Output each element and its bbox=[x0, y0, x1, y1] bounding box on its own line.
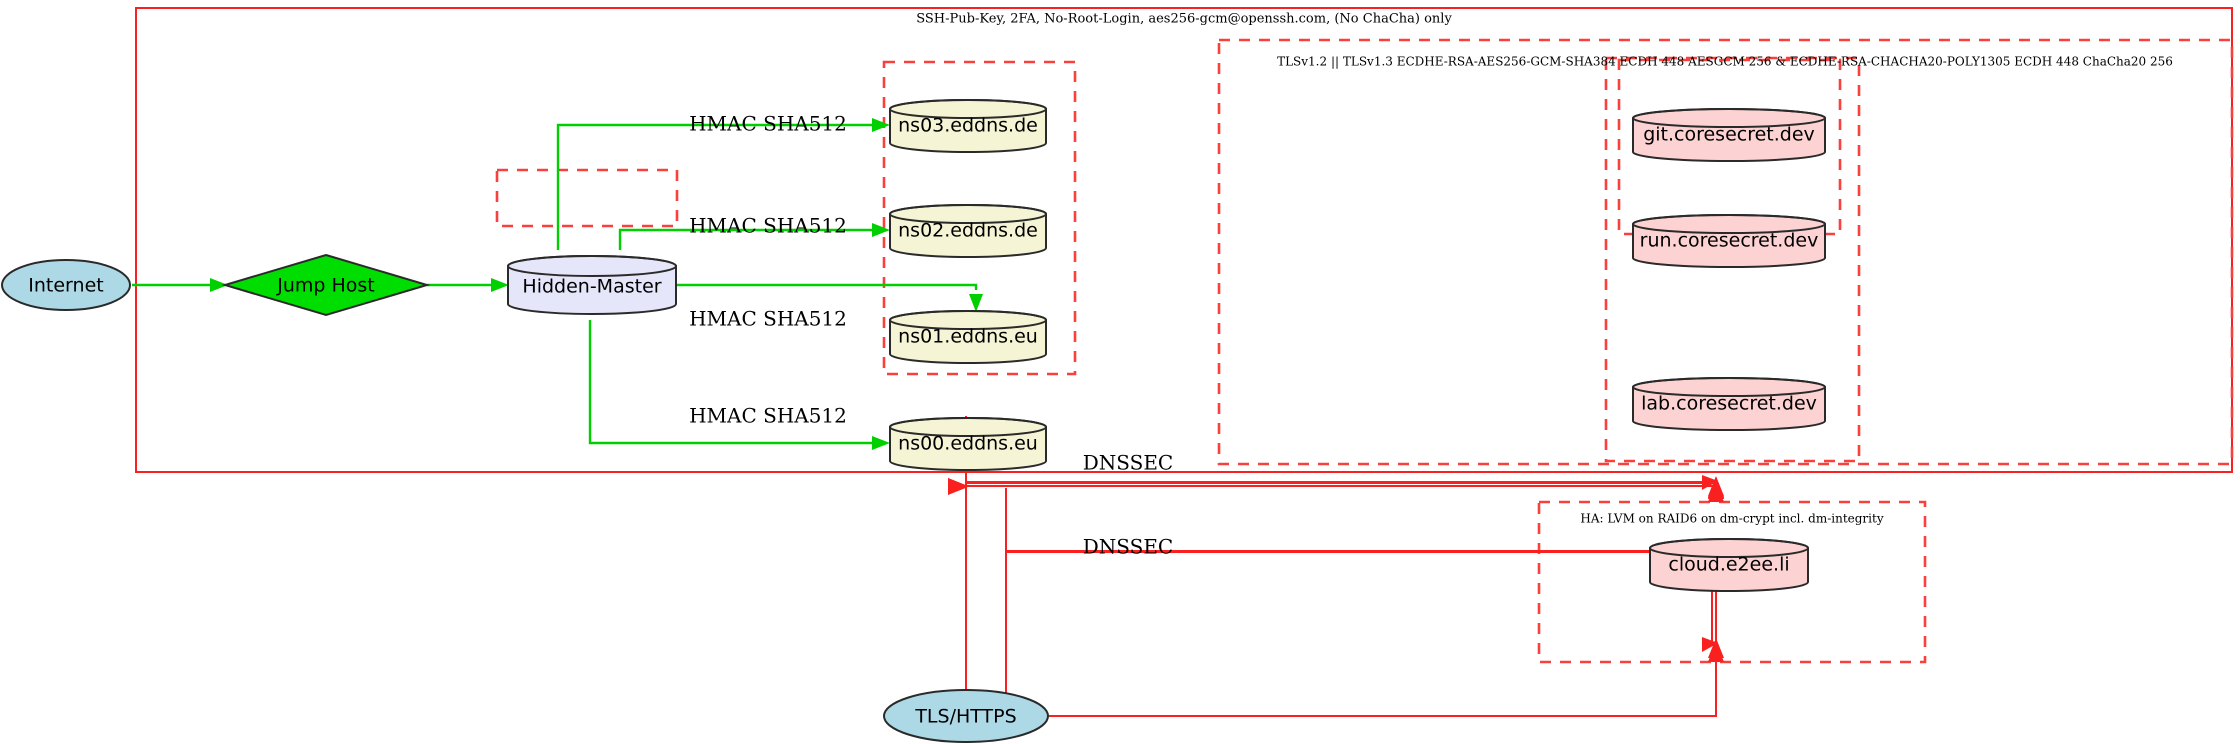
node-internet[interactable]: Internet bbox=[1, 259, 131, 311]
node-ns03-label: ns03.eddns.de bbox=[898, 115, 1038, 137]
node-run-label: run.coresecret.dev bbox=[1640, 230, 1819, 252]
cluster-ha-box bbox=[1537, 500, 1927, 664]
edge-master-ns02 bbox=[618, 228, 880, 250]
edge-master-ns00 bbox=[588, 320, 880, 445]
dnssec-band-upper-arrowhead bbox=[1702, 475, 1718, 490]
edge-internet-jumphost-arrow bbox=[210, 278, 228, 292]
node-ns01-label: ns01.eddns.eu bbox=[898, 326, 1038, 348]
node-lab-label: lab.coresecret.dev bbox=[1641, 393, 1817, 415]
node-ns02[interactable]: ns02.eddns.de bbox=[888, 204, 1048, 258]
node-ns01[interactable]: ns01.eddns.eu bbox=[888, 310, 1048, 364]
node-ns00[interactable]: ns00.eddns.eu bbox=[888, 417, 1048, 471]
node-internet-label: Internet bbox=[28, 275, 103, 297]
node-hidden-master[interactable]: Hidden-Master bbox=[506, 255, 678, 315]
node-run[interactable]: run.coresecret.dev bbox=[1631, 214, 1827, 268]
edge-master-ns01-arrow bbox=[969, 294, 983, 312]
edge-label-hmac-ns00: HMAC SHA512 bbox=[689, 404, 847, 428]
edge-jumphost-master-arrow bbox=[491, 278, 509, 292]
cluster-services-outer-box bbox=[1604, 56, 1861, 463]
node-ns03[interactable]: ns03.eddns.de bbox=[888, 99, 1048, 153]
node-cloud[interactable]: cloud.e2ee.li bbox=[1648, 538, 1810, 592]
node-ns00-label: ns00.eddns.eu bbox=[898, 433, 1038, 455]
node-cloud-label: cloud.e2ee.li bbox=[1668, 554, 1789, 576]
edge-label-dnssec-upper: DNSSEC bbox=[1083, 451, 1174, 475]
edge-master-ns00-arrow bbox=[872, 436, 890, 450]
node-jumphost-label: Jump Host bbox=[276, 275, 375, 297]
node-tls-https-label: TLS/HTTPS bbox=[914, 706, 1016, 728]
edge-master-ns02-arrow bbox=[872, 223, 890, 237]
edge-master-ns03-arrow bbox=[872, 118, 890, 132]
node-jumphost[interactable]: Jump Host bbox=[221, 253, 431, 317]
cluster-ssh-box bbox=[135, 7, 2233, 473]
cluster-master-zone-box bbox=[495, 168, 679, 228]
ha-entry-arrowhead bbox=[1702, 637, 1718, 652]
node-hidden-master-label: Hidden-Master bbox=[522, 276, 661, 298]
edge-label-hmac-ns01: HMAC SHA512 bbox=[689, 307, 847, 331]
edge-master-ns01 bbox=[676, 283, 978, 290]
cluster-ssh-label: SSH-Pub-Key, 2FA, No-Root-Login, aes256-… bbox=[916, 12, 1452, 27]
edge-label-hmac-ns03: HMAC SHA512 bbox=[689, 112, 847, 136]
edge-label-hmac-ns02: HMAC SHA512 bbox=[689, 214, 847, 238]
edge-master-ns03 bbox=[556, 123, 880, 250]
node-git[interactable]: git.coresecret.dev bbox=[1631, 108, 1827, 162]
node-lab[interactable]: lab.coresecret.dev bbox=[1631, 377, 1827, 431]
cluster-tls-label: TLSv1.2 || TLSv1.3 ECDHE-RSA-AES256-GCM-… bbox=[1277, 55, 2173, 69]
node-git-label: git.coresecret.dev bbox=[1643, 124, 1815, 146]
node-ns02-label: ns02.eddns.de bbox=[898, 220, 1038, 242]
node-tls-https[interactable]: TLS/HTTPS bbox=[883, 689, 1049, 743]
cluster-dns-zone-box bbox=[882, 60, 1077, 376]
cluster-tls-box bbox=[1217, 38, 2234, 466]
cluster-ha-label: HA: LVM on RAID6 on dm-crypt incl. dm-in… bbox=[1580, 512, 1883, 526]
edge-label-dnssec-lower: DNSSEC bbox=[1083, 535, 1174, 559]
